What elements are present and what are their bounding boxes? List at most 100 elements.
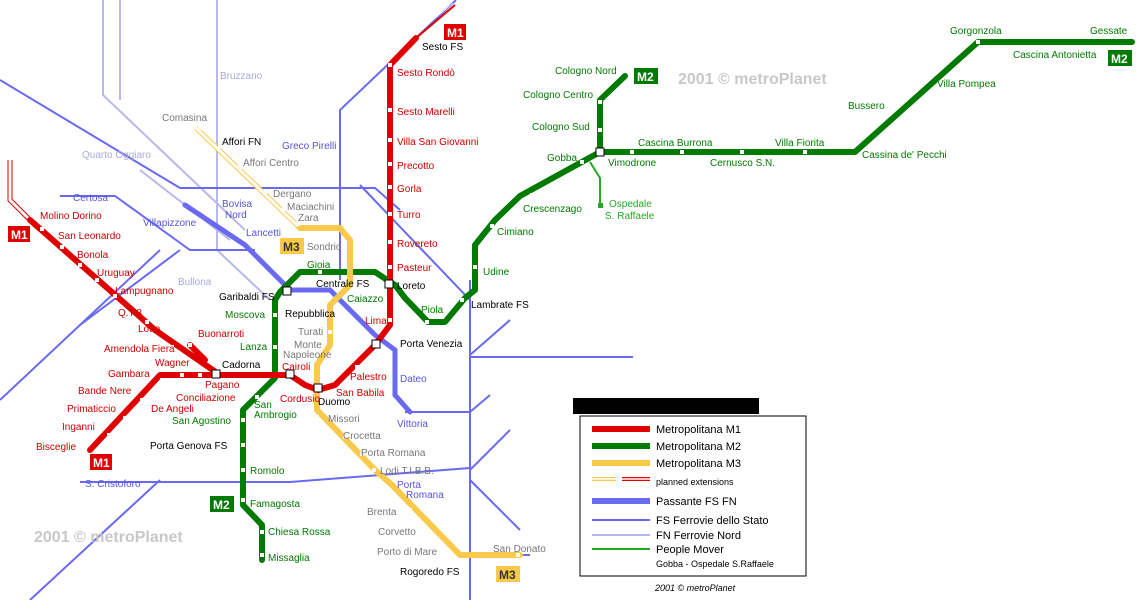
label-lodi-tibb[interactable]: Lodi T.I.B.B.	[380, 466, 434, 477]
label-cascina-antonietta[interactable]: Cascina Antonietta	[1013, 50, 1097, 61]
station-marker[interactable]	[170, 345, 174, 349]
label-lima[interactable]: Lima	[365, 316, 387, 327]
label-monte[interactable]: Monte	[294, 340, 322, 351]
station-marker[interactable]	[113, 294, 117, 298]
station-marker[interactable]	[198, 373, 202, 377]
interchange-marker[interactable]	[285, 369, 295, 379]
interchange-marker[interactable]	[384, 279, 394, 289]
label-cernusco[interactable]: Cernusco S.N.	[710, 158, 775, 169]
station-marker[interactable]	[260, 530, 264, 534]
station-marker[interactable]	[372, 468, 376, 472]
label-cadorna[interactable]: Cadorna	[222, 360, 261, 371]
label-famagosta[interactable]: Famagosta	[250, 499, 300, 510]
label-crocetta[interactable]: Crocetta	[343, 431, 381, 442]
label-qt8[interactable]: Q.T.8	[118, 308, 142, 319]
station-marker[interactable]	[885, 113, 889, 117]
station-marker[interactable]	[388, 240, 392, 244]
label-s-raffaele[interactable]: S. Raffaele	[605, 211, 655, 222]
label-bruzzano[interactable]: Bruzzano	[220, 71, 263, 82]
label-cologno-nord[interactable]: Cologno Nord	[555, 66, 617, 77]
station-marker[interactable]	[598, 100, 602, 104]
station-marker[interactable]	[460, 298, 464, 302]
label-romolo[interactable]: Romolo	[250, 466, 285, 477]
label-lampugnano[interactable]: Lampugnano	[115, 286, 174, 297]
label-loreto[interactable]: Loreto	[397, 281, 426, 292]
station-marker[interactable]	[160, 378, 164, 382]
station-marker[interactable]	[281, 208, 285, 212]
label-porta-romana-fs-1[interactable]: Porta	[397, 480, 421, 491]
label-corvetto[interactable]: Corvetto	[378, 527, 416, 538]
label-bussero[interactable]: Bussero	[848, 101, 885, 112]
station-marker[interactable]	[107, 433, 111, 437]
label-vittoria[interactable]: Vittoria	[397, 419, 428, 430]
station-marker[interactable]	[218, 145, 222, 149]
label-certosa[interactable]: Certosa	[73, 193, 108, 204]
label-porta-romana[interactable]: Porta Romana	[361, 448, 426, 459]
label-lotto[interactable]: Lotto	[138, 324, 161, 335]
label-vimodrone[interactable]: Vimodrone	[608, 158, 657, 169]
label-cologno-centro[interactable]: Cologno Centro	[523, 90, 593, 101]
station-marker[interactable]	[348, 297, 352, 301]
interchange-marker[interactable]	[282, 286, 292, 296]
label-sondrio[interactable]: Sondrio	[307, 242, 342, 253]
interchange-marker[interactable]	[595, 147, 605, 157]
label-nord[interactable]: Nord	[225, 210, 247, 221]
station-marker[interactable]	[355, 365, 359, 369]
label-s-cristoforo[interactable]: S. Cristoforo	[85, 479, 141, 490]
station-marker[interactable]	[930, 73, 934, 77]
label-bovisa[interactable]: Bovisa	[222, 199, 252, 210]
label-garibaldi-fs[interactable]: Garibaldi FS	[219, 292, 275, 303]
label-pagano[interactable]: Pagano	[205, 380, 240, 391]
interchange-marker[interactable]	[313, 383, 323, 393]
label-brenta[interactable]: Brenta	[367, 507, 397, 518]
label-caiazzo[interactable]: Caiazzo	[347, 294, 384, 305]
label-porta-genova-fs[interactable]: Porta Genova FS	[150, 441, 228, 452]
station-marker[interactable]	[241, 418, 245, 422]
station-marker[interactable]	[145, 320, 149, 324]
station-marker[interactable]	[360, 452, 364, 456]
station-marker[interactable]	[473, 265, 477, 269]
station-marker[interactable]	[740, 150, 744, 154]
label-napoleone[interactable]: Napoleone	[283, 350, 332, 361]
label-san-ambrogio-2[interactable]: Ambrogio	[254, 410, 297, 421]
interchange-marker[interactable]	[371, 339, 381, 349]
label-affori-fn[interactable]: Affori FN	[222, 137, 261, 148]
station-marker[interactable]	[60, 245, 64, 249]
station-marker[interactable]	[630, 150, 634, 154]
label-gambara[interactable]: Gambara	[108, 369, 150, 380]
station-marker[interactable]	[260, 553, 264, 557]
label-san-ambrogio-1[interactable]: San	[254, 400, 272, 411]
label-rogoredo-fs[interactable]: Rogoredo FS	[400, 567, 460, 578]
label-ospedale[interactable]: Ospedale	[609, 199, 652, 210]
label-greco-pirelli[interactable]: Greco Pirelli	[282, 141, 336, 152]
station-marker[interactable]	[318, 270, 322, 274]
label-villa-fiorita[interactable]: Villa Fiorita	[775, 138, 825, 149]
label-chiesa-rossa[interactable]: Chiesa Rossa	[268, 527, 331, 538]
label-pasteur[interactable]: Pasteur	[397, 263, 432, 274]
label-cascina-burrona[interactable]: Cascina Burrona	[638, 138, 713, 149]
label-dateo[interactable]: Dateo	[400, 374, 427, 385]
station-marker[interactable]	[273, 313, 277, 317]
label-buonarroti[interactable]: Buonarroti	[198, 329, 244, 340]
label-bullona[interactable]: Bullona	[178, 277, 212, 288]
label-precotto[interactable]: Precotto	[397, 161, 435, 172]
label-gobba[interactable]: Gobba	[547, 153, 577, 164]
station-marker[interactable]	[680, 150, 684, 154]
label-villapizzone[interactable]: Villapizzone	[143, 218, 197, 229]
label-sesto-fs[interactable]: Sesto FS	[422, 42, 463, 53]
label-cologno-sud[interactable]: Cologno Sud	[532, 122, 590, 133]
label-lanza[interactable]: Lanza	[240, 342, 268, 353]
label-gorla[interactable]: Gorla	[397, 184, 422, 195]
station-marker[interactable]	[388, 63, 392, 67]
station-marker[interactable]	[241, 498, 245, 502]
label-bande-nere[interactable]: Bande Nere	[78, 386, 132, 397]
label-lambrate-fs[interactable]: Lambrate FS	[471, 300, 529, 311]
label-conciliazione[interactable]: Conciliazione	[176, 393, 236, 404]
label-bisceglie[interactable]: Bisceglie	[36, 442, 76, 453]
label-zara[interactable]: Zara	[298, 213, 319, 224]
label-repubblica[interactable]: Repubblica	[285, 309, 335, 320]
station-marker[interactable]	[241, 443, 245, 447]
label-duomo[interactable]: Duomo	[318, 397, 351, 408]
label-gorgonzola[interactable]: Gorgonzola	[950, 26, 1002, 37]
label-porta-venezia[interactable]: Porta Venezia	[400, 339, 463, 350]
